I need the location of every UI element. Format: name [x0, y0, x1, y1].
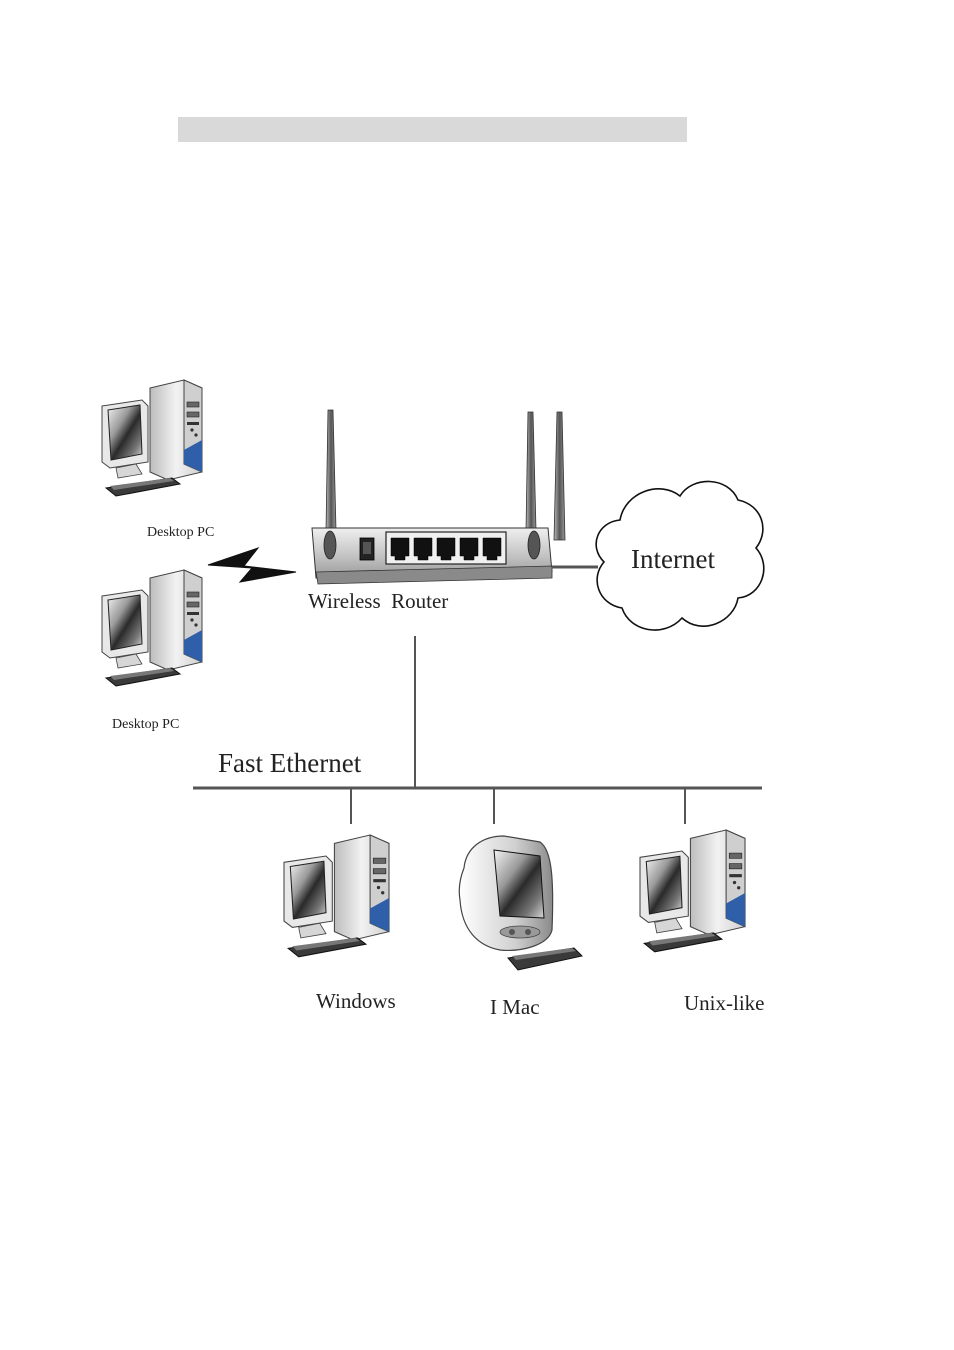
imac-icon [459, 836, 582, 970]
imac-label: I Mac [490, 995, 540, 1019]
lightning-bolt-icon [208, 548, 296, 582]
desktop-pc-2-label: Desktop PC [112, 717, 179, 732]
desktop-pc-1 [102, 380, 202, 496]
unix-label: Unix-like [684, 991, 764, 1015]
desktop-pc-2 [102, 570, 202, 686]
router-label: Wireless Router [308, 589, 448, 613]
internet-label: Internet [631, 544, 715, 574]
unix-pc [640, 830, 745, 952]
windows-label: Windows [316, 989, 396, 1013]
wireless-router-icon [312, 410, 565, 584]
desktop-pc-1-label: Desktop PC [147, 525, 214, 540]
fast-ethernet-label: Fast Ethernet [218, 748, 362, 778]
windows-pc [284, 835, 389, 957]
